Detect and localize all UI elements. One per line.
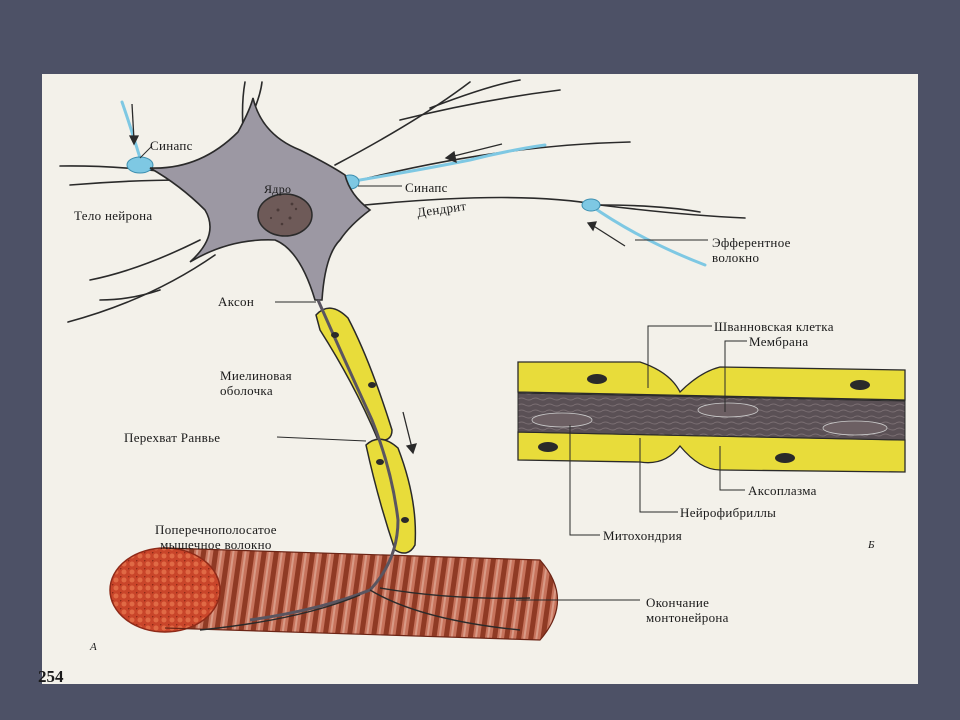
label-panel-b: Б [868,539,875,551]
axon [249,299,400,622]
axon-terminals [199,587,531,631]
label-membrane: Мембрана [749,334,809,349]
label-panel-a: А [90,641,98,653]
label-neuron-body: Тело нейрона [74,208,153,223]
label-mitochondria: Митохондрия [603,528,683,543]
label-axoplasm: Аксоплазма [748,483,817,498]
label-neurofibrils: Нейрофибриллы [680,505,777,520]
flow-arrows [128,103,626,455]
label-synapse-top: Синапс [150,138,193,153]
neuron-body [149,97,372,301]
label-efferent-fiber: Эфферентное волокно [712,235,791,265]
label-striated-muscle: Поперечнополосатое мышечное волокно [155,522,277,552]
nucleus-chromatin [269,202,298,226]
leader-lines-a [139,145,708,601]
label-synapse-right: Синапс [405,180,448,195]
label-motor-neuron-ending: Окончание монтонейрона [646,595,729,625]
leader-lines-b [569,325,747,536]
page-number: 254 [38,667,64,686]
label-node-of-ranvier: Перехват Ранвье [124,430,221,445]
myelin-nuclei [331,332,409,523]
label-nucleus: Ядро [264,182,292,196]
dendrites [59,79,746,323]
label-axon: Аксон [218,294,255,309]
myelin-sheath [315,307,417,554]
nerve-fiber-detail [517,361,906,473]
nucleus [257,193,313,237]
label-schwann-cell: Шванновская клетка [714,319,834,334]
label-myelin-sheath: Миелиновая оболочка [220,368,292,398]
synapse-fibers [120,100,707,267]
